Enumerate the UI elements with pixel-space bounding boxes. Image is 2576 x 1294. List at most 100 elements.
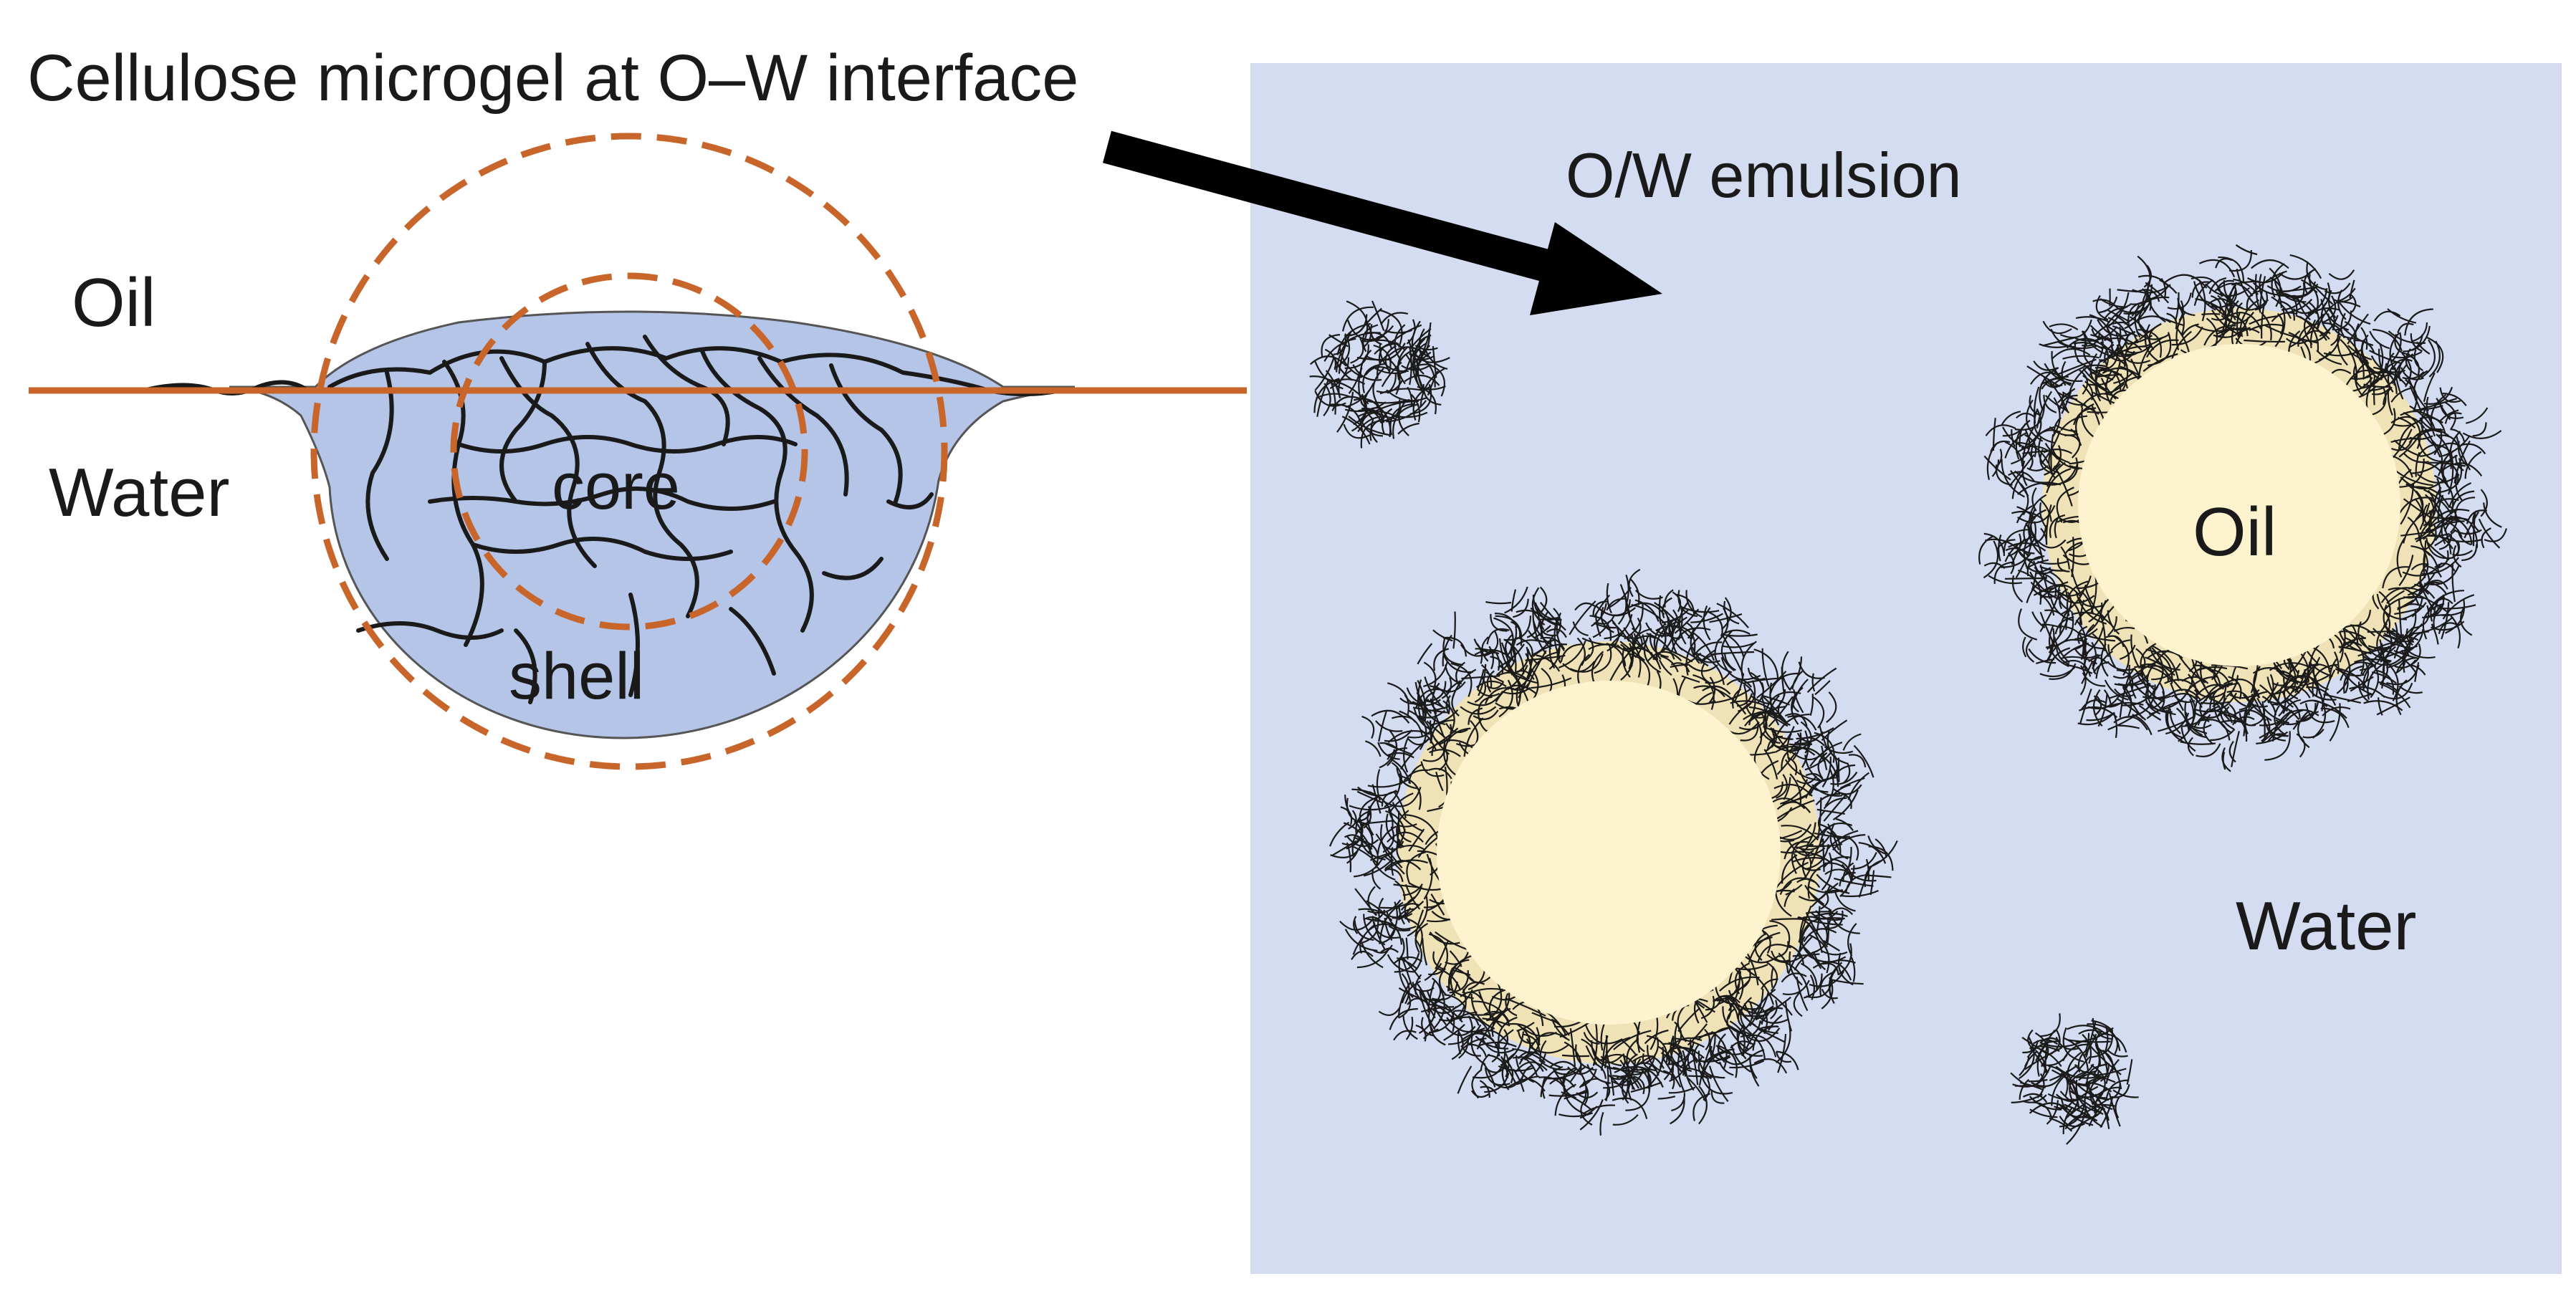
- fiber-strand: [2082, 1096, 2097, 1116]
- fiber-strand: [2312, 663, 2340, 697]
- fiber-strand: [1527, 648, 1540, 666]
- fiber-strand: [1717, 1045, 1738, 1078]
- fiber-strand: [2205, 684, 2220, 701]
- fiber-strand: [1424, 962, 1442, 982]
- fiber-strand: [2104, 679, 2129, 701]
- fiber-strand: [1753, 988, 1776, 1015]
- fiber-strand: [1370, 324, 1382, 345]
- fiber-strand: [1506, 664, 1528, 691]
- fiber-strand: [1710, 689, 1751, 704]
- fiber-strand: [1462, 1047, 1482, 1057]
- fiber-strand: [2396, 537, 2405, 578]
- fiber-strand: [1325, 370, 1341, 399]
- fiber-strand: [2466, 407, 2489, 424]
- fiber-strand: [1545, 1065, 1587, 1080]
- fiber-strand: [2057, 391, 2078, 401]
- fiber-strand: [2355, 361, 2368, 396]
- fiber-strand: [1365, 366, 1389, 375]
- fiber-strand: [2075, 316, 2110, 323]
- fiber-strand: [2353, 340, 2375, 353]
- fiber-strand: [1388, 925, 1411, 931]
- fiber-strand: [2383, 604, 2404, 638]
- fiber-strand: [1769, 1000, 1778, 1020]
- fiber-strand: [1406, 851, 1427, 885]
- fiber-strand: [1634, 1062, 1660, 1076]
- fiber-strand: [1361, 715, 1375, 739]
- fiber-strand: [1781, 825, 1819, 841]
- fiber-strand: [2216, 694, 2226, 717]
- fiber-strand: [2055, 1036, 2079, 1050]
- emulsion-label: O/W emulsion: [1566, 140, 1962, 211]
- fiber-strand: [2327, 313, 2359, 340]
- fiber-strand: [2444, 412, 2462, 424]
- fiber-strand: [1832, 784, 1862, 795]
- fiber-strand: [1660, 655, 1679, 673]
- fiber-strand: [2062, 1107, 2073, 1134]
- fiber-strand: [2201, 312, 2221, 316]
- fiber-strand: [2018, 608, 2038, 641]
- fiber-strand: [1510, 636, 1518, 663]
- fiber-strand: [2442, 393, 2467, 406]
- fiber-strand: [1500, 642, 1513, 674]
- fiber-strand: [1985, 424, 2016, 436]
- fiber-strand: [2394, 659, 2417, 668]
- fiber-strand: [2184, 701, 2203, 737]
- fiber-strand: [2415, 490, 2424, 520]
- network-strand: [428, 487, 776, 511]
- fiber-strand: [2418, 581, 2435, 610]
- fiber-strand: [1389, 1008, 1418, 1030]
- fiber-strand: [1726, 679, 1753, 688]
- fiber-strand: [2033, 560, 2064, 588]
- fiber-strand: [1393, 1030, 1417, 1041]
- fiber-strand: [1599, 1111, 1604, 1136]
- fiber-strand: [2194, 324, 2233, 332]
- fiber-strand: [1693, 999, 1708, 1023]
- fiber-strand: [1560, 643, 1581, 663]
- fiber-strand: [2078, 597, 2095, 608]
- fiber-strand: [1772, 727, 1792, 754]
- fiber-strand: [2036, 572, 2057, 596]
- fiber-strand: [2087, 1023, 2121, 1051]
- fiber-strand: [1681, 606, 1720, 613]
- fiber-strand: [2108, 1093, 2121, 1127]
- fiber-strand: [2077, 631, 2116, 642]
- fiber-strand: [2067, 1025, 2107, 1036]
- fiber-strand: [1426, 705, 1451, 712]
- fiber-strand: [1584, 637, 1594, 662]
- fiber-strand: [2401, 353, 2412, 388]
- fiber-strand: [2314, 287, 2334, 305]
- fiber-strand: [1505, 633, 1514, 660]
- network-strand: [514, 628, 537, 704]
- fiber-strand: [1784, 1002, 1793, 1032]
- fiber-strand: [2036, 658, 2055, 665]
- fiber-strand: [1815, 906, 1821, 935]
- fiber-strand: [2439, 387, 2461, 403]
- fiber-strand: [1531, 634, 1554, 656]
- fiber-strand: [1376, 825, 1397, 854]
- fiber-strand: [1476, 643, 1483, 664]
- fiber-strand: [2026, 465, 2049, 471]
- fiber-strand: [2484, 528, 2507, 542]
- network-strand: [757, 356, 849, 497]
- fiber-strand: [2431, 439, 2443, 476]
- fiber-strand: [1761, 648, 1770, 687]
- fiber-strand: [1592, 600, 1609, 616]
- fiber-strand: [2142, 288, 2152, 311]
- fiber-strand: [2142, 353, 2178, 372]
- fiber-strand: [1394, 324, 1406, 360]
- fiber-strand: [2464, 511, 2480, 539]
- fiber-strand: [1784, 713, 1808, 727]
- fiber-strand: [1720, 597, 1732, 631]
- fiber-strand: [2108, 350, 2140, 358]
- fiber-strand: [2420, 339, 2436, 379]
- fiber-strand: [2066, 1109, 2087, 1145]
- fiber-strand: [1430, 999, 1455, 1032]
- fiber-strand: [1418, 328, 1425, 362]
- fiber-strand: [2398, 419, 2423, 451]
- fiber-strand: [2104, 337, 2142, 351]
- fiber-strand: [2050, 366, 2084, 387]
- fiber-strand: [2192, 664, 2222, 689]
- fiber-strand: [2295, 703, 2317, 722]
- fiber-strand: [2159, 279, 2178, 294]
- fiber-strand: [1387, 752, 1414, 759]
